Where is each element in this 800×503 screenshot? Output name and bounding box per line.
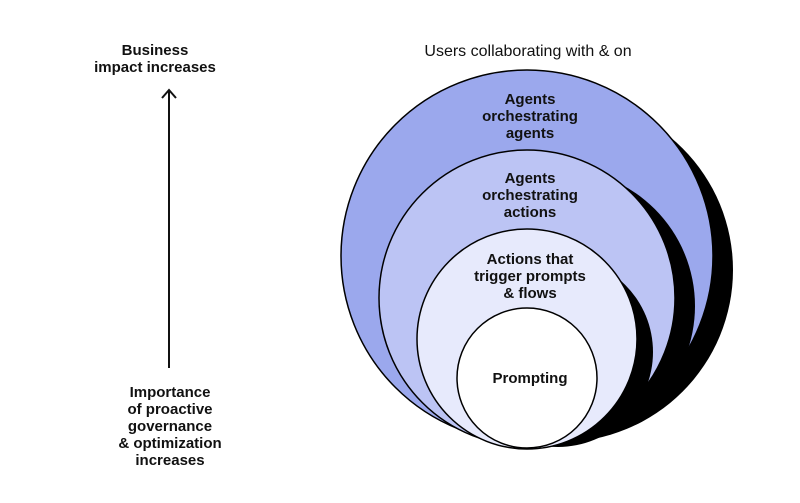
caption-line: of proactive: [127, 401, 213, 418]
ring-label-line: Agents: [504, 91, 556, 108]
ring-label-actions-trigger-prompts: Actions that trigger prompts & flows: [450, 251, 610, 302]
caption-line: impact increases: [94, 59, 216, 76]
ring-label-line: & flows: [503, 285, 557, 302]
caption-line: Business: [121, 42, 189, 59]
business-impact-caption: Business impact increases: [70, 42, 240, 76]
ring-label-line: Prompting: [492, 370, 568, 387]
ring-label-agents-orchestrating-actions: Agents orchestrating actions: [460, 170, 600, 221]
governance-caption: Importance of proactive governance & opt…: [90, 384, 250, 469]
ring-label-agents-orchestrating-agents: Agents orchestrating agents: [460, 91, 600, 142]
diagram-header: Users collaborating with & on: [424, 43, 632, 60]
caption-line: Importance: [129, 384, 211, 401]
ring-prompting: [456, 307, 598, 449]
up-arrow-icon: [161, 88, 177, 368]
caption-line: governance: [127, 418, 213, 435]
ring-label-line: Actions that: [486, 251, 574, 268]
caption-line: increases: [135, 452, 205, 469]
ring-label-line: agents: [505, 125, 555, 142]
ring-label-line: orchestrating: [482, 108, 578, 125]
caption-line: & optimization: [118, 435, 222, 452]
ring-label-line: actions: [503, 204, 557, 221]
ring-label-line: Agents: [504, 170, 556, 187]
ring-label-line: orchestrating: [482, 187, 578, 204]
ring-label-prompting: Prompting: [470, 370, 590, 387]
ring-label-line: trigger prompts: [474, 268, 586, 285]
